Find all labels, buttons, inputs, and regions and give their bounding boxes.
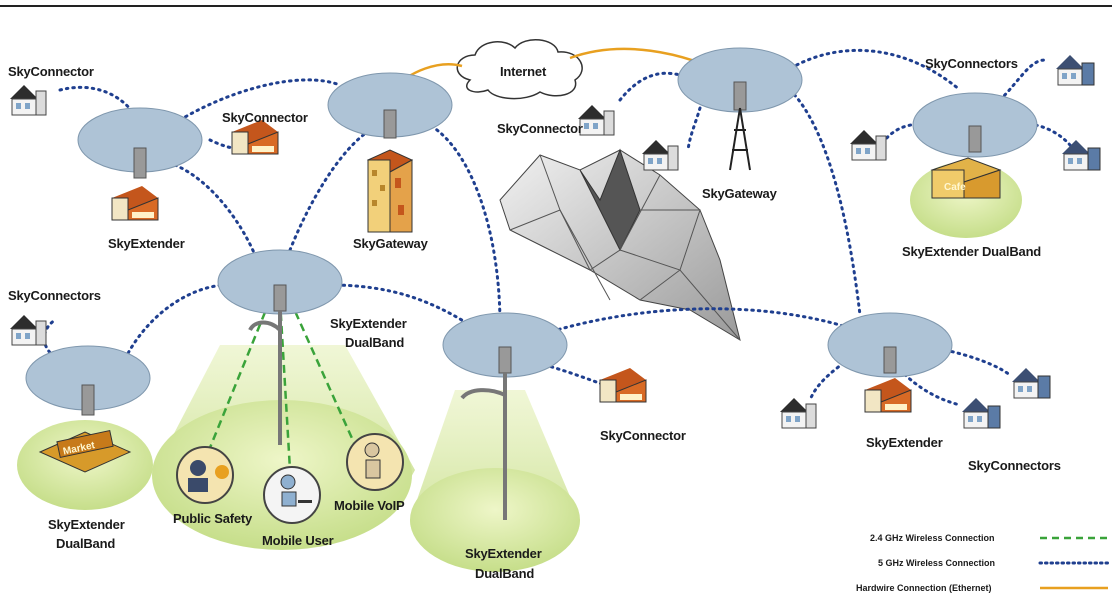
node-skyextender-top-left bbox=[77, 107, 203, 179]
legend-label-hardwire: Hardwire Connection (Ethernet) bbox=[856, 583, 992, 593]
user-public-safety bbox=[176, 446, 234, 504]
skyconnector-shop-top bbox=[231, 119, 279, 155]
label-skyconnectors-top-right: SkyConnectors bbox=[925, 56, 1018, 71]
skyconnector-house-left bbox=[9, 314, 47, 346]
node-skygateway-left bbox=[327, 72, 453, 139]
skyconnector-house-lower-right-1 bbox=[779, 397, 817, 429]
label-public-safety: Public Safety bbox=[173, 511, 253, 526]
node-skygateway-right bbox=[677, 47, 803, 113]
label-skyconnector-mid-left: SkyConnector bbox=[222, 110, 308, 125]
skyconnector-house-center bbox=[577, 104, 615, 136]
node-skyextender-dualband-left bbox=[25, 345, 151, 416]
skyconnector-house-center-2 bbox=[641, 139, 679, 171]
legend: 2.4 GHz Wireless Connection 5 GHz Wirele… bbox=[856, 533, 1110, 593]
cafe-sign-text: Cafe bbox=[944, 182, 966, 193]
label-skyextender-dualband-right: SkyExtender DualBand bbox=[902, 244, 1041, 259]
label-skygateway-left: SkyGateway bbox=[353, 236, 429, 251]
label-skyextender-dualband-bc-line1: SkyExtender bbox=[465, 546, 542, 561]
label-skyconnectors-lower-right: SkyConnectors bbox=[968, 458, 1061, 473]
label-skyconnector-center: SkyConnector bbox=[497, 121, 583, 136]
node-skyextender-dualband-right bbox=[912, 92, 1038, 158]
user-mobile-voip bbox=[346, 433, 404, 491]
skyconnector-house-right-1 bbox=[1055, 54, 1095, 86]
internet-cloud: Internet bbox=[456, 39, 583, 100]
node-skyextender-lower-right bbox=[827, 312, 953, 378]
skyextender-shop-lower-right bbox=[864, 377, 912, 413]
gateway-building bbox=[366, 149, 414, 233]
label-skyextender-dualband-bl-line2: DualBand bbox=[56, 536, 115, 551]
skyconnector-shop-lower-center bbox=[599, 367, 647, 403]
market-building: Market bbox=[38, 429, 132, 473]
label-mobile-voip: Mobile VoIP bbox=[334, 498, 405, 513]
label-skyconnectors-left: SkyConnectors bbox=[8, 288, 101, 303]
skyextender-shop-top-left bbox=[111, 185, 159, 221]
skyconnector-house-lower-right-3 bbox=[961, 397, 1001, 429]
cafe-building: Cafe bbox=[930, 157, 1002, 199]
label-skyextender-lower-right: SkyExtender bbox=[866, 435, 943, 450]
skyconnector-house-lower-right-2 bbox=[1011, 367, 1051, 399]
coverage-zone-center bbox=[410, 468, 580, 572]
label-skyconnector-lower-center: SkyConnector bbox=[600, 428, 686, 443]
gateway-tower bbox=[729, 107, 751, 171]
node-skyextender-dualband-lower-center bbox=[442, 312, 568, 378]
mountain bbox=[499, 148, 741, 342]
mesh-nodes bbox=[25, 47, 1038, 416]
node-skyextender-dualband-center bbox=[217, 249, 343, 315]
legend-label-5ghz: 5 GHz Wireless Connection bbox=[878, 558, 995, 568]
label-skyconnector-top-left: SkyConnector bbox=[8, 64, 94, 79]
internet-label: Internet bbox=[500, 64, 547, 79]
label-mobile-user: Mobile User bbox=[262, 533, 334, 548]
light-poles bbox=[248, 310, 507, 520]
legend-label-2.4ghz: 2.4 GHz Wireless Connection bbox=[870, 533, 994, 543]
skyconnector-house-right-3 bbox=[849, 129, 887, 161]
label-skyextender-dualband-center-line1: SkyExtender bbox=[330, 316, 407, 331]
label-skyextender-dualband-bc-line2: DualBand bbox=[475, 566, 534, 581]
label-skyextender-dualband-center-line2: DualBand bbox=[345, 335, 404, 350]
skyconnector-house-right-2 bbox=[1061, 139, 1101, 171]
label-skyextender-dualband-bl-line1: SkyExtender bbox=[48, 517, 125, 532]
label-skygateway-right: SkyGateway bbox=[702, 186, 778, 201]
label-skyextender-top-left: SkyExtender bbox=[108, 236, 185, 251]
skyconnector-house-top-left bbox=[9, 84, 47, 116]
user-mobile-user bbox=[263, 466, 321, 524]
